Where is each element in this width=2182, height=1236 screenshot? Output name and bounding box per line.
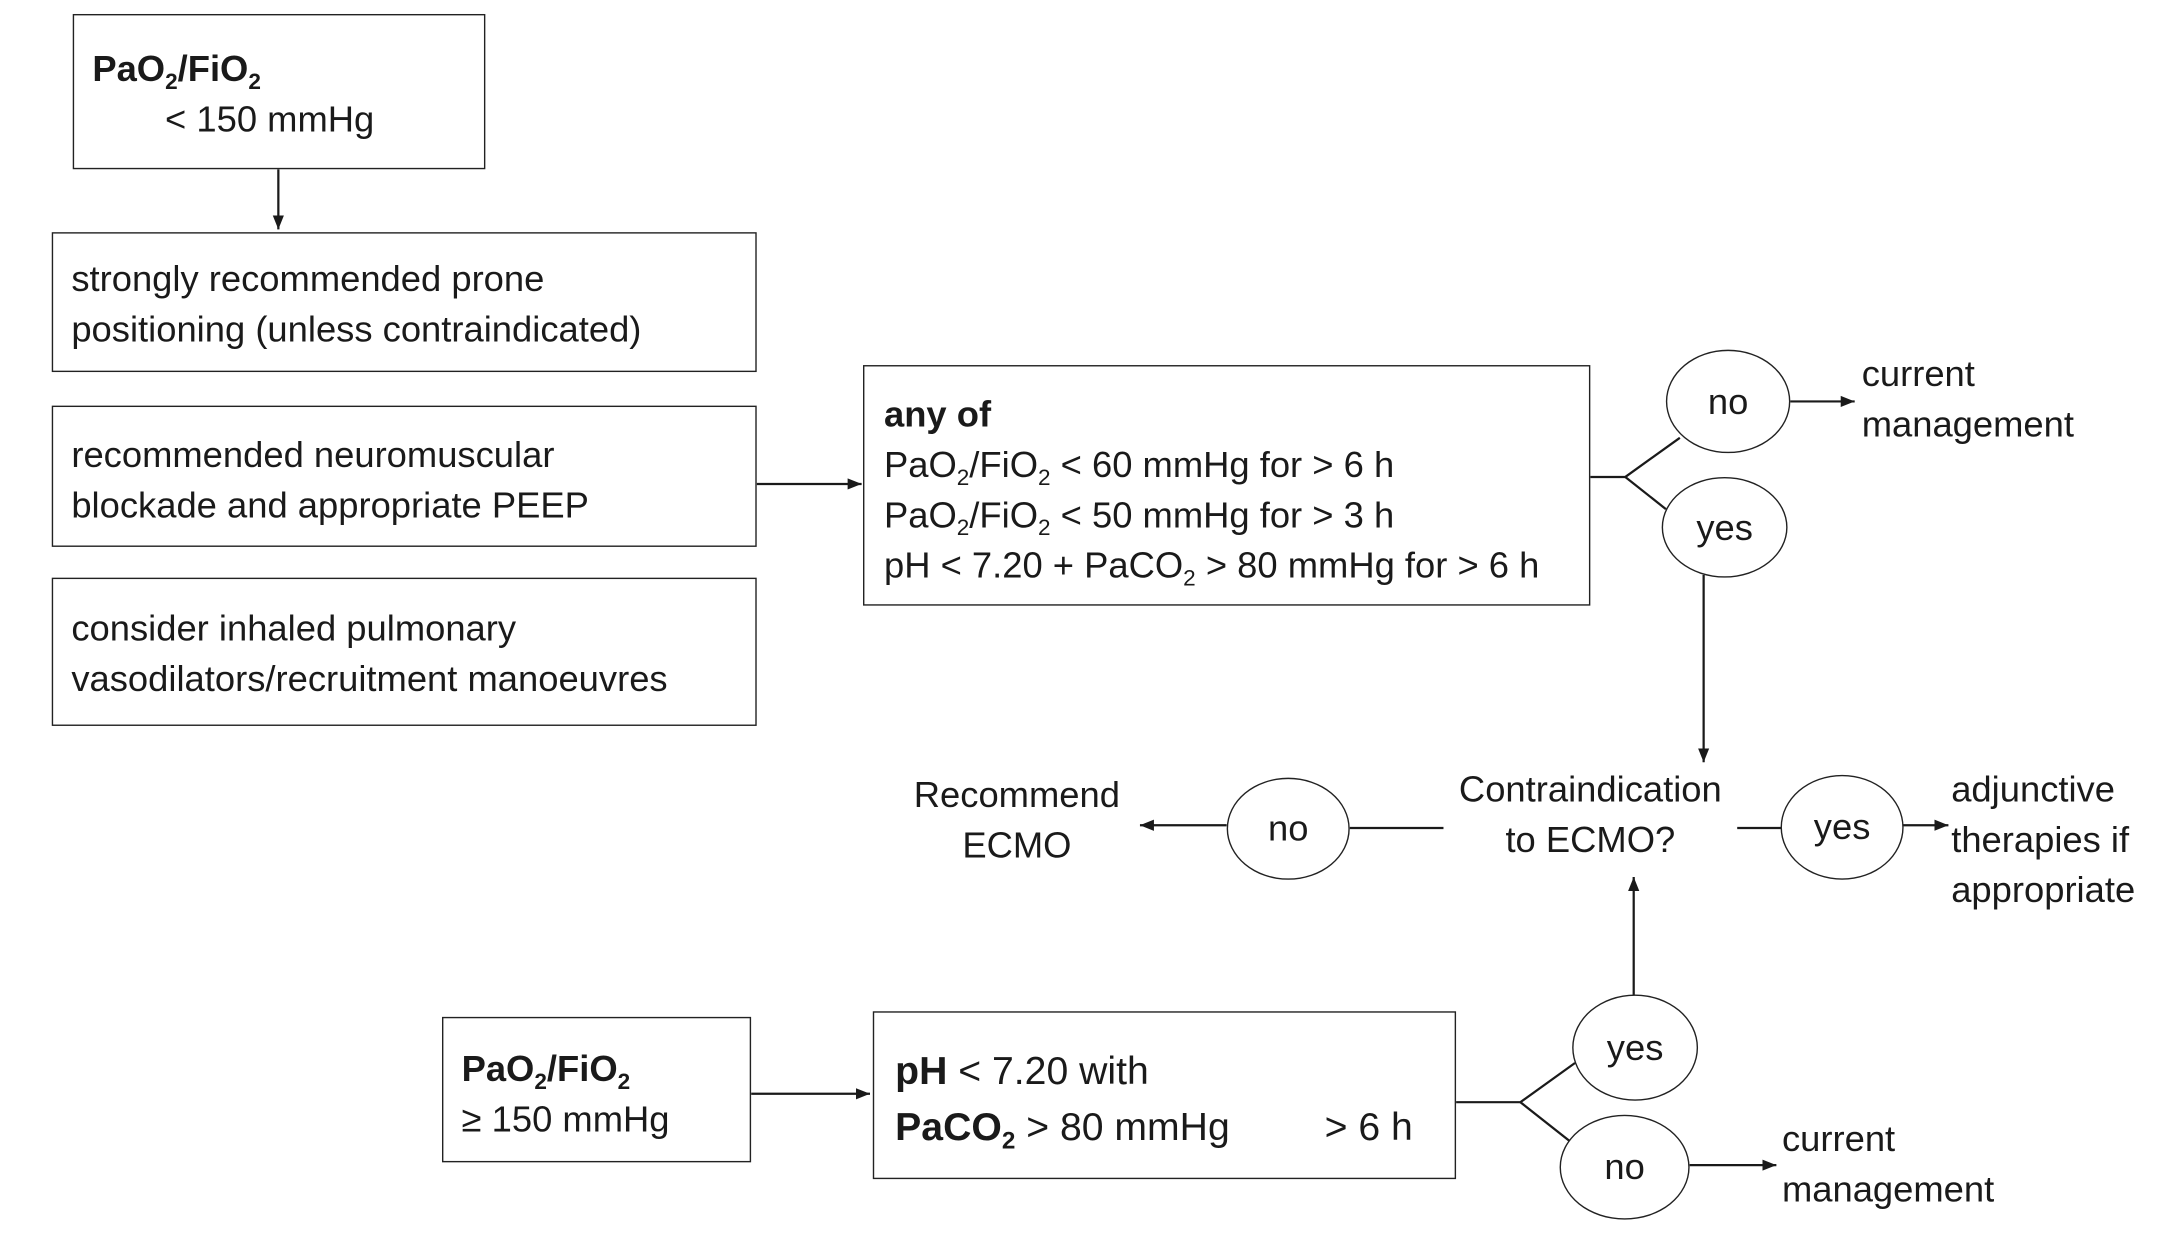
vaso-line-1: consider inhaled pulmonary — [71, 607, 517, 650]
start-box: PaO2/FiO2 < 150 mmHg — [72, 13, 486, 170]
branch-ph — [1456, 1062, 1576, 1104]
prone-line-1: strongly recommended prone — [71, 257, 545, 300]
vaso-box: consider inhaled pulmonary vasodilators/… — [51, 577, 757, 726]
decision1-outcome-line-1: current — [1861, 352, 1975, 395]
prone-line-2: positioning (unless contraindicated) — [71, 307, 642, 350]
start2-threshold: ≥ 150 mmHg — [461, 1097, 670, 1140]
recommend-line-2: ECMO — [962, 823, 1072, 866]
anyof-box: any of PaO2/FiO2 < 60 mmHg for > 6 h PaO… — [863, 365, 1591, 606]
anyof-criterion-3: pH < 7.20 + PaCO2 > 80 mmHg for > 6 h — [883, 544, 1540, 592]
contra-line-1: Contraindication — [1458, 767, 1722, 810]
ph-box: pH < 7.20 with PaCO2 > 80 mmHg > 6 h — [872, 1011, 1457, 1180]
start2-ratio: PaO2/FiO2 — [461, 1047, 631, 1095]
contra-no-oval: no — [1226, 777, 1350, 880]
adjunct-line-1: adjunctive — [1951, 767, 2115, 810]
contra-line-2: to ECMO? — [1505, 818, 1676, 861]
adjunct-line-2: therapies if — [1951, 818, 2130, 861]
nmb-box: recommended neuromuscular blockade and a… — [51, 405, 757, 547]
contra-yes-oval: yes — [1780, 774, 1904, 880]
decision2-no-oval: no — [1559, 1114, 1690, 1220]
ph-line-1: pH < 7.20 with — [895, 1049, 1149, 1093]
branch-anyof — [1590, 436, 1681, 479]
ph-line-2: PaCO2 > 80 mmHg — [895, 1104, 1230, 1155]
anyof-criterion-2: PaO2/FiO2 < 50 mmHg for > 3 h — [883, 493, 1395, 541]
decision1-no-oval: no — [1665, 349, 1791, 454]
decision2-yes-oval: yes — [1572, 994, 1699, 1101]
branch-ph-no — [1519, 1101, 1575, 1146]
decision1-outcome-line-2: management — [1861, 402, 2074, 445]
decision2-outcome-line-2: management — [1781, 1167, 1995, 1210]
anyof-criterion-1: PaO2/FiO2 < 60 mmHg for > 6 h — [883, 443, 1395, 491]
start-threshold: < 150 mmHg — [165, 97, 375, 140]
recommend-line-1: Recommend — [913, 773, 1120, 816]
start-ratio: PaO2/FiO2 — [92, 47, 261, 95]
anyof-heading: any of — [883, 393, 992, 436]
decision2-outcome-line-1: current — [1781, 1117, 1896, 1160]
ph-duration: > 6 h — [1324, 1104, 1413, 1149]
prone-box: strongly recommended prone positioning (… — [51, 232, 757, 373]
nmb-line-1: recommended neuromuscular — [71, 433, 555, 476]
vaso-line-2: vasodilators/recruitment manoeuvres — [71, 657, 668, 700]
decision1-yes-oval: yes — [1661, 476, 1788, 578]
start2-box: PaO2/FiO2 ≥ 150 mmHg — [441, 1016, 752, 1163]
adjunct-line-3: appropriate — [1951, 868, 2136, 911]
branch-anyof-yes — [1624, 476, 1667, 511]
nmb-line-2: blockade and appropriate PEEP — [71, 483, 589, 526]
